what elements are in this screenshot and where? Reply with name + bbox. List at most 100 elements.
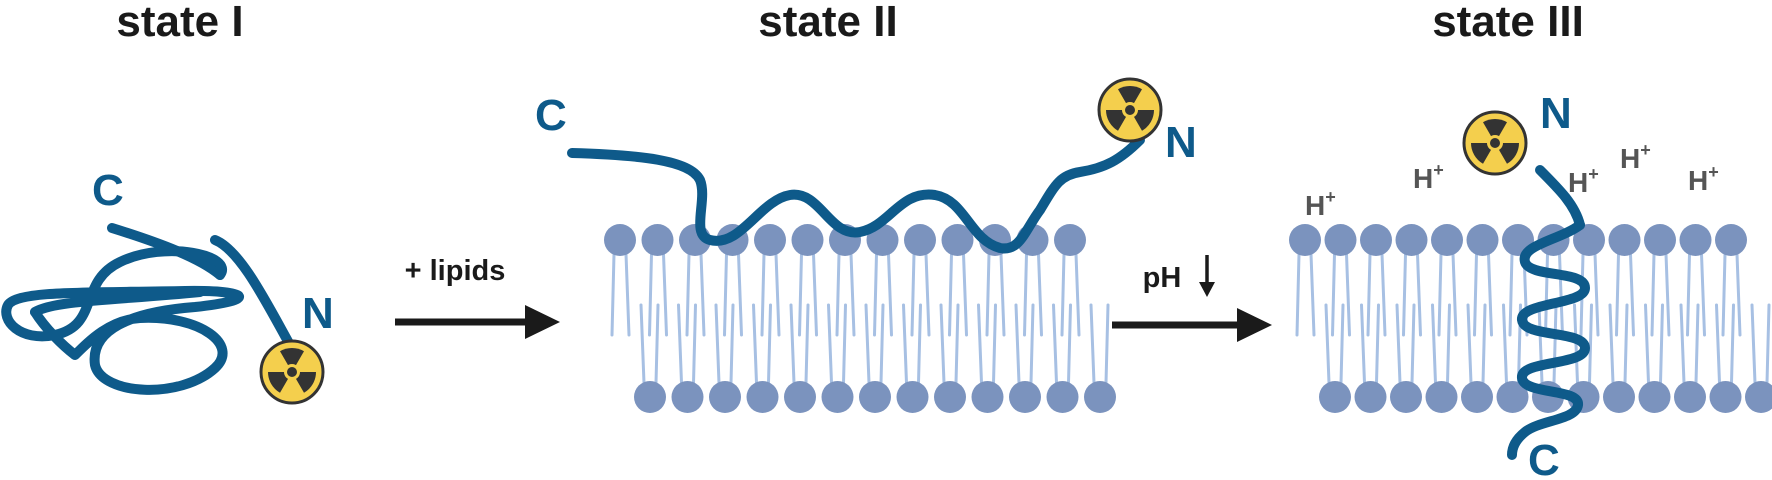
state-iii-membrane	[1289, 224, 1772, 413]
state-iii-title: state III	[1432, 0, 1584, 46]
lipid-tail	[1023, 252, 1028, 337]
lipid-tail	[1644, 303, 1650, 385]
proton-label: H+	[1568, 164, 1599, 198]
lipid-tail	[954, 303, 960, 385]
lipid-head	[1054, 224, 1086, 256]
lipid-tail	[924, 252, 931, 337]
lipid-tail	[692, 303, 697, 385]
lipid-tail	[1686, 252, 1691, 337]
state-ii-membrane	[604, 224, 1116, 413]
lipid-head	[1289, 224, 1321, 256]
lipid-head	[1084, 381, 1116, 413]
lipid-tail	[985, 252, 991, 337]
lipid-tail	[902, 303, 908, 385]
lipid-head	[934, 381, 966, 413]
lipid-tail	[1615, 252, 1620, 337]
lipid-tail	[699, 252, 706, 337]
lipid-head	[971, 381, 1004, 413]
lipid-tail	[879, 303, 885, 385]
lipid-tail	[714, 303, 721, 385]
lipid-tail	[1052, 303, 1058, 385]
lipid-head	[709, 381, 741, 413]
lipid-head	[1390, 381, 1422, 413]
lipid-head	[1425, 381, 1458, 413]
proton-charge: +	[1325, 187, 1336, 207]
state-iii-n-terminus: N	[1540, 89, 1572, 138]
lipid-tail	[1431, 303, 1437, 385]
lipid-tail	[1451, 252, 1458, 337]
lipid-tail	[1508, 252, 1514, 337]
proton-label: H+	[1413, 160, 1444, 194]
lipid-tail	[624, 252, 631, 337]
lipid-tail	[1481, 303, 1487, 385]
lipid-tail	[939, 303, 946, 385]
lipid-head	[784, 381, 816, 413]
lipid-head	[1745, 381, 1772, 413]
lipid-tail	[1623, 303, 1629, 385]
lipid-tail	[1029, 303, 1035, 385]
lipid-tail	[723, 252, 728, 337]
lipid-head	[904, 224, 936, 256]
lipid-tail	[1765, 303, 1771, 385]
lipid-tail	[1402, 252, 1407, 337]
lipid-tail	[1324, 303, 1331, 385]
lipid-head	[1644, 224, 1676, 256]
lipid-tail	[610, 252, 616, 337]
lipid-head	[1715, 224, 1747, 256]
lipid-tail	[729, 303, 735, 385]
radioactive-label-icon	[1097, 77, 1163, 143]
lipid-tail	[677, 303, 683, 385]
lipid-tail	[864, 303, 871, 385]
lipid-tail	[804, 303, 810, 385]
lipid-head	[896, 381, 929, 413]
lipid-head	[641, 224, 674, 256]
lipid-tail	[992, 303, 997, 385]
lipid-tail	[1715, 303, 1721, 385]
lipid-tail	[1537, 303, 1544, 385]
lipid-tail	[648, 252, 653, 337]
transition-ph-label: pH	[1143, 262, 1182, 294]
state-ii-c-terminus: C	[535, 91, 567, 140]
lipid-head	[1709, 381, 1742, 413]
lipid-tail	[1395, 303, 1402, 385]
lipid-head	[1461, 381, 1493, 413]
proton-label: H+	[1305, 187, 1336, 221]
lipid-tail	[1558, 252, 1564, 337]
lipid-tail	[798, 252, 803, 337]
proton-charge: +	[1588, 164, 1599, 184]
lipid-tail	[1700, 252, 1706, 337]
lipid-tail	[1629, 252, 1635, 337]
lipid-tail	[1437, 252, 1443, 337]
lipid-head	[1360, 224, 1392, 256]
lipid-tail	[1544, 252, 1549, 337]
lipid-tail	[1309, 252, 1316, 337]
lipid-tail	[962, 252, 968, 337]
lipid-tail	[662, 252, 668, 337]
lipid-head	[1319, 381, 1351, 413]
lipid-head	[754, 224, 786, 256]
lipid-tail	[1060, 252, 1066, 337]
lipid-tail	[827, 303, 833, 385]
lipid-head	[671, 381, 704, 413]
lipid-head	[1431, 224, 1463, 256]
lipid-head	[746, 381, 779, 413]
lipid-tail	[1366, 252, 1372, 337]
lipid-tail	[1608, 303, 1615, 385]
lipid-tail	[1067, 303, 1072, 385]
lipid-tail	[999, 252, 1006, 337]
lipid-tail	[774, 252, 781, 337]
lipid-tail	[948, 252, 953, 337]
lipid-tail	[1466, 303, 1473, 385]
lipid-tail	[1730, 303, 1735, 385]
lipid-tail	[910, 252, 916, 337]
lipid-tail	[842, 303, 847, 385]
lipid-head	[1679, 224, 1712, 256]
lipid-tail	[849, 252, 856, 337]
lipid-tail	[1593, 252, 1600, 337]
lipid-head	[941, 224, 974, 256]
lipid-tail	[1446, 303, 1451, 385]
proton-label: H+	[1688, 162, 1719, 196]
lipid-tail	[1295, 252, 1301, 337]
